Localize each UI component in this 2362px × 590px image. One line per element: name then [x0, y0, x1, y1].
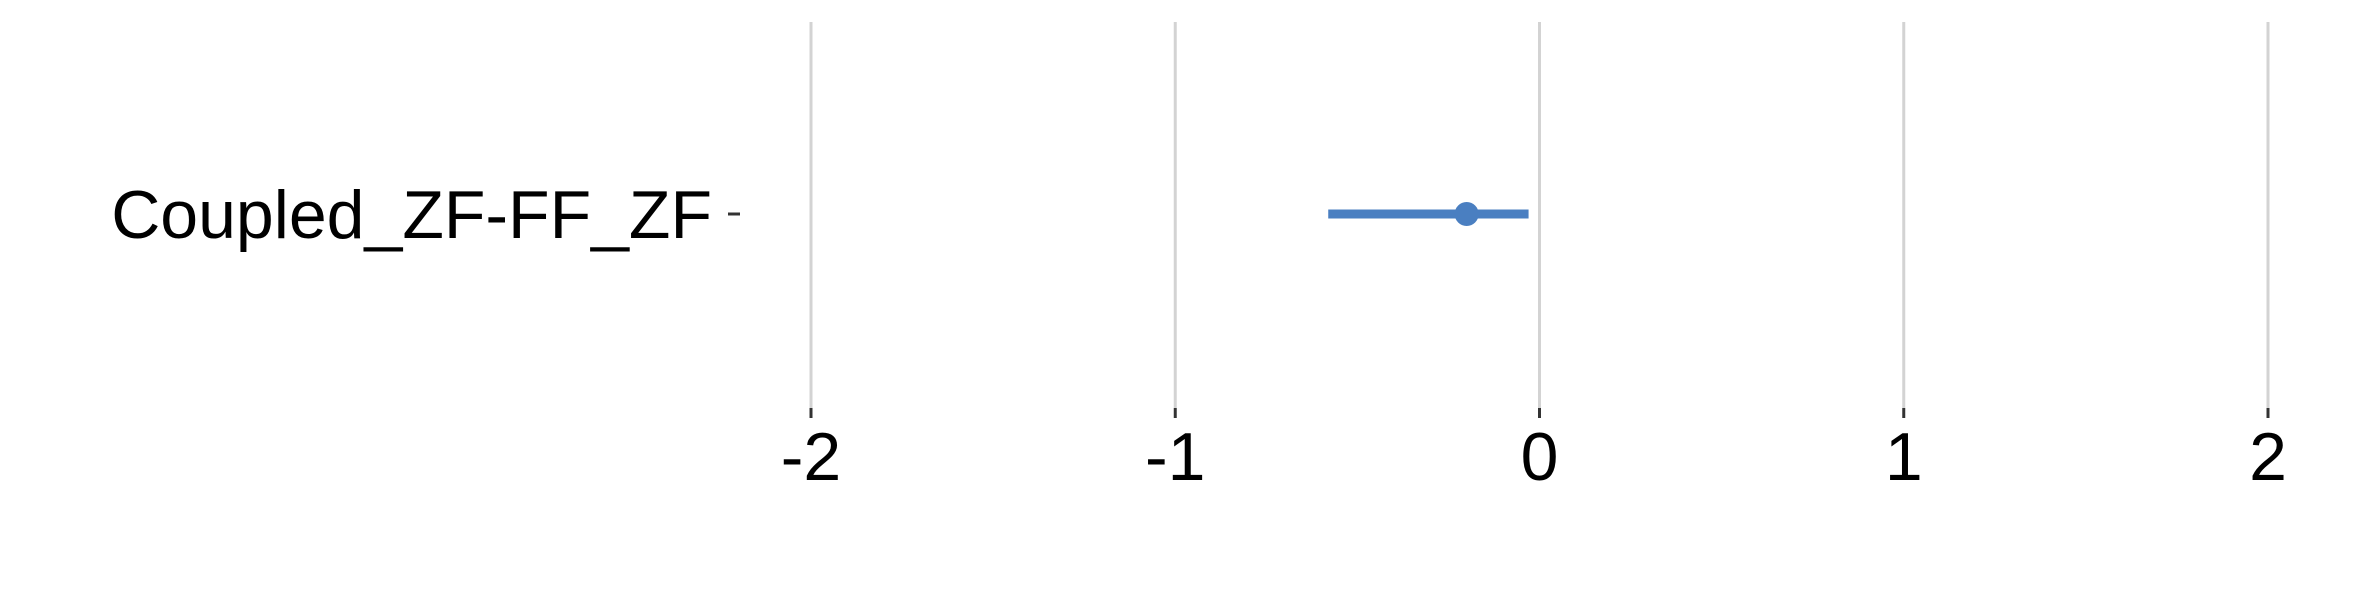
- x-tick-label: 1: [1885, 419, 1923, 495]
- x-tick-label: 2: [2249, 419, 2287, 495]
- x-axis: -2 -1 0 1 2: [781, 408, 2287, 495]
- gridlines: [809, 22, 2270, 408]
- x-tick-label: 0: [1521, 419, 1559, 495]
- x-tick-label: -1: [1145, 419, 1205, 495]
- x-tick-label: -2: [781, 419, 841, 495]
- point-estimate: [1454, 202, 1479, 226]
- plot-marks: [1328, 202, 1529, 226]
- y-axis: Coupled_ZF-FF_ZF: [111, 177, 740, 253]
- category-label: Coupled_ZF-FF_ZF: [111, 177, 712, 253]
